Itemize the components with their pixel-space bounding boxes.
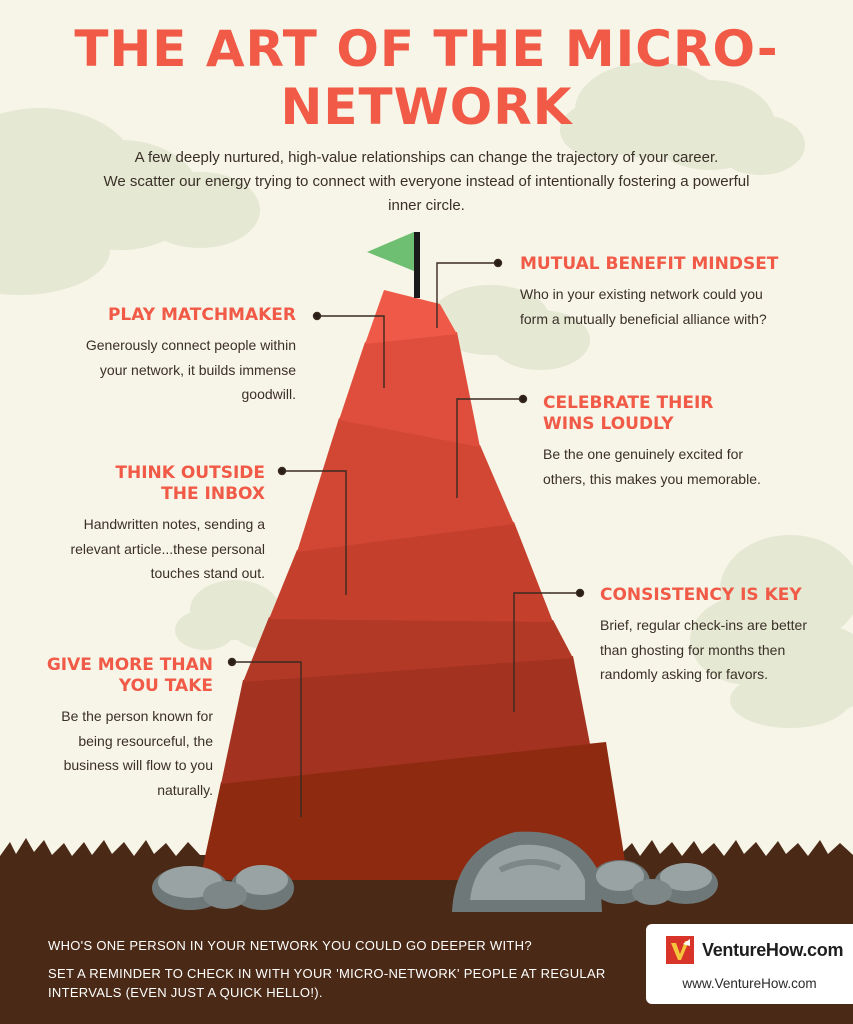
connector-celebrate	[456, 394, 528, 498]
cloud-mid	[430, 285, 590, 370]
venturehow-logo[interactable]: VentureHow.com www.VentureHow.com	[646, 924, 853, 1004]
mountain-tier-3	[297, 418, 514, 552]
tip-body: Be the one genuinely excited for others,…	[543, 442, 843, 491]
tip-body-line: Who in your existing network could you	[520, 286, 763, 302]
title-line-1: THE ART OF THE MICRO-	[74, 20, 779, 78]
connector-outside	[277, 466, 347, 595]
flag-icon	[367, 232, 420, 298]
tip-body-line: goodwill.	[241, 386, 296, 402]
mountain-tier-1	[365, 290, 457, 344]
mountain-tier-2	[339, 332, 480, 447]
tip-body: Handwritten notes, sending a relevant ar…	[30, 512, 265, 586]
rocks-left	[152, 865, 294, 910]
mountain-tier-5	[243, 617, 573, 682]
tip-think-outside-inbox: THINK OUTSIDE THE INBOX Handwritten note…	[30, 463, 265, 586]
connector-consistency	[513, 588, 585, 712]
cloud-top-right	[560, 62, 805, 175]
tip-heading-line: GIVE MORE THAN	[46, 655, 213, 675]
tip-heading-line: CELEBRATE THEIR	[543, 393, 714, 413]
mountain-tier-6	[221, 656, 590, 784]
tip-body-line: naturally.	[157, 781, 213, 798]
tip-body: Generously connect people within your ne…	[30, 333, 296, 407]
intro-line-1: A few deeply nurtured, high-value relati…	[134, 149, 719, 166]
tip-body-line: Be the person known for	[61, 708, 213, 724]
tip-celebrate-wins: CELEBRATE THEIR WINS LOUDLY Be the one g…	[543, 393, 843, 491]
tip-body-line: business will flow to you	[63, 757, 213, 773]
tip-body-line: form a mutually beneficial alliance with…	[520, 310, 767, 327]
tip-play-matchmaker: PLAY MATCHMAKER Generously connect peopl…	[30, 305, 296, 407]
intro-line-2: We scatter our energy trying to connect …	[103, 173, 750, 190]
tip-heading: THINK OUTSIDE THE INBOX	[30, 463, 265, 505]
tip-heading: CONSISTENCY IS KEY	[600, 585, 802, 605]
tip-heading-line: WINS LOUDLY	[543, 414, 674, 434]
tip-body-line: Generously connect people within	[85, 337, 296, 353]
tip-heading: MUTUAL BENEFIT MINDSET	[520, 254, 779, 274]
tip-mutual-benefit: MUTUAL BENEFIT MINDSET Who in your exist…	[520, 254, 840, 331]
intro-text: A few deeply nurtured, high-value relati…	[70, 146, 783, 218]
page-title: THE ART OF THE MICRO- NETWORK	[40, 20, 813, 136]
tip-heading-line: THINK OUTSIDE	[115, 463, 265, 483]
tip-consistency: CONSISTENCY IS KEY Brief, regular check-…	[600, 585, 850, 687]
tip-heading: CELEBRATE THEIR WINS LOUDLY	[543, 393, 843, 435]
connector-give	[227, 657, 302, 817]
tip-body: Brief, regular check-ins are better than…	[600, 613, 850, 687]
tip-body: Be the person known for being resourcefu…	[20, 704, 213, 802]
mountain	[200, 290, 628, 880]
venturehow-logo-icon	[666, 936, 694, 964]
tip-heading: PLAY MATCHMAKER	[107, 305, 296, 325]
rocks-right	[590, 860, 718, 905]
tip-give-more: GIVE MORE THAN YOU TAKE Be the person kn…	[20, 655, 213, 802]
bottom-reminder-line: SET A REMINDER TO CHECK IN WITH YOUR 'MI…	[48, 966, 606, 981]
tip-body: Who in your existing network could you f…	[520, 282, 840, 331]
intro-line-3: inner circle.	[388, 197, 465, 214]
connector-matchmaker	[312, 311, 385, 388]
bottom-reminder-line: INTERVALS (EVEN JUST A QUICK HELLO!).	[48, 985, 323, 1000]
tip-body-line: Be the one genuinely excited for	[543, 446, 744, 462]
title-line-2: NETWORK	[280, 78, 573, 136]
tip-body-line: than ghosting for months then	[600, 641, 786, 658]
tip-body-line: touches stand out.	[150, 565, 265, 581]
cloud-left	[0, 108, 260, 295]
tip-body-line: Handwritten notes, sending a	[83, 516, 265, 532]
logo-url[interactable]: www.VentureHow.com	[682, 976, 817, 991]
tip-body-line: others, this makes you memorable.	[543, 470, 761, 487]
tip-body-line: relevant article...these personal	[70, 540, 265, 557]
logo-name: VentureHow.com	[702, 940, 844, 960]
mountain-tier-4	[269, 522, 553, 622]
bottom-reminder: SET A REMINDER TO CHECK IN WITH YOUR 'MI…	[48, 964, 648, 1002]
tip-heading-line: THE INBOX	[161, 484, 265, 504]
bottom-question: WHO'S ONE PERSON IN YOUR NETWORK YOU COU…	[48, 938, 532, 953]
connector-mutual	[436, 258, 503, 328]
tip-body-line: randomly asking for favors.	[600, 666, 769, 682]
connectors	[227, 258, 585, 817]
tip-body-line: Brief, regular check-ins are better	[600, 617, 807, 633]
cloud-right	[690, 535, 853, 728]
tip-body-line: being resourceful, the	[78, 732, 213, 749]
rock-center	[452, 831, 602, 912]
tip-heading: GIVE MORE THAN YOU TAKE	[20, 655, 213, 697]
tip-body-line: your network, it builds immense	[99, 361, 296, 378]
tip-heading-line: YOU TAKE	[118, 676, 213, 696]
